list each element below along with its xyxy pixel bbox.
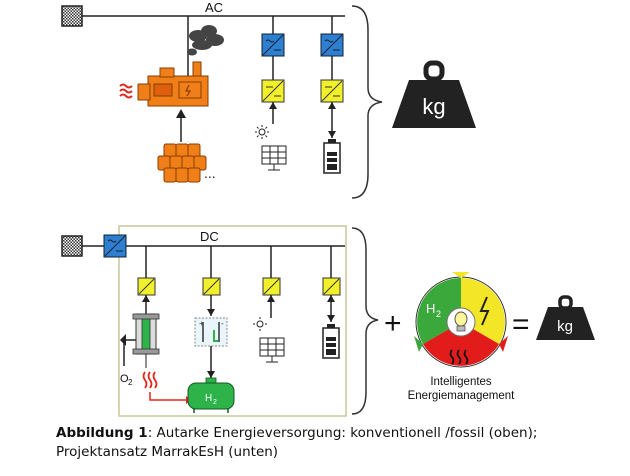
grid-inverter-icon [103, 234, 127, 258]
energy-management-wheel-icon [414, 272, 508, 368]
o2-subscript: 2 [128, 378, 133, 387]
solar-panel-icon [259, 337, 285, 363]
brace-top [351, 5, 383, 199]
equals-sign: = [512, 308, 530, 341]
ems-title-line1: Intelligentes [430, 376, 492, 388]
system-box [118, 225, 347, 417]
battery-icon [323, 139, 341, 174]
weight-top-label: kg [422, 94, 445, 119]
sun-icon [253, 317, 267, 331]
ac-bus-label: AC [205, 0, 223, 15]
ems-title-line2: Energiemanagement [408, 390, 516, 402]
brace-bottom [351, 227, 379, 415]
dc-converter-battery-icon [320, 79, 344, 103]
battery-icon [322, 324, 340, 359]
weight-top-icon [392, 60, 476, 128]
plus-sign: + [384, 307, 402, 340]
o2-label: O [120, 373, 129, 385]
ems-h2-subscript: 2 [436, 309, 441, 319]
h2-tank-label: H [205, 393, 212, 404]
svg-text:+: + [199, 319, 204, 328]
top-system: AC [61, 0, 476, 199]
sun-icon [255, 125, 269, 139]
inverter-pv-icon [261, 33, 285, 57]
grid-connection-icon [61, 235, 83, 257]
dc-converter-battery-icon [322, 277, 341, 296]
solar-panel-icon [261, 145, 287, 171]
weight-bottom-icon [536, 295, 595, 340]
diesel-generator-icon [137, 61, 209, 107]
dc-converter-pv-icon [262, 277, 281, 296]
hydrogen-tank-icon [187, 377, 235, 413]
dc-converter-pv-icon [261, 79, 285, 103]
caption-label: Abbildung 1 [56, 425, 148, 441]
smoke-cloud-icon [187, 25, 224, 56]
caption-line-1: Abbildung 1: Autarke Energieversorgung: … [56, 424, 616, 443]
fuel-cell-icon [132, 313, 160, 355]
heat-icon [142, 371, 158, 389]
electrolyzer-icon: + - [194, 317, 228, 347]
dc-converter-fuelcell-icon [137, 277, 156, 296]
ellipsis: ... [204, 165, 216, 181]
caption-text-1: : Autarke Energieversorgung: konventione… [147, 425, 538, 441]
dc-converter-electrolyzer-icon [202, 277, 221, 296]
h2-tank-subscript: 2 [213, 399, 217, 406]
heat-icon [119, 83, 133, 99]
bottom-system: DC [61, 225, 595, 417]
grid-connection-icon [61, 5, 83, 27]
svg-text:-: - [221, 319, 224, 328]
weight-bottom-label: kg [557, 318, 573, 335]
fuel-barrels-icon [157, 143, 207, 183]
figure-caption: Abbildung 1: Autarke Energieversorgung: … [56, 424, 616, 462]
inverter-battery-icon [320, 33, 344, 57]
ems-h2-label: H [426, 301, 435, 316]
dc-bus-label: DC [200, 229, 219, 244]
caption-line-2: Projektansatz MarrakEsH (unten) [56, 444, 279, 460]
